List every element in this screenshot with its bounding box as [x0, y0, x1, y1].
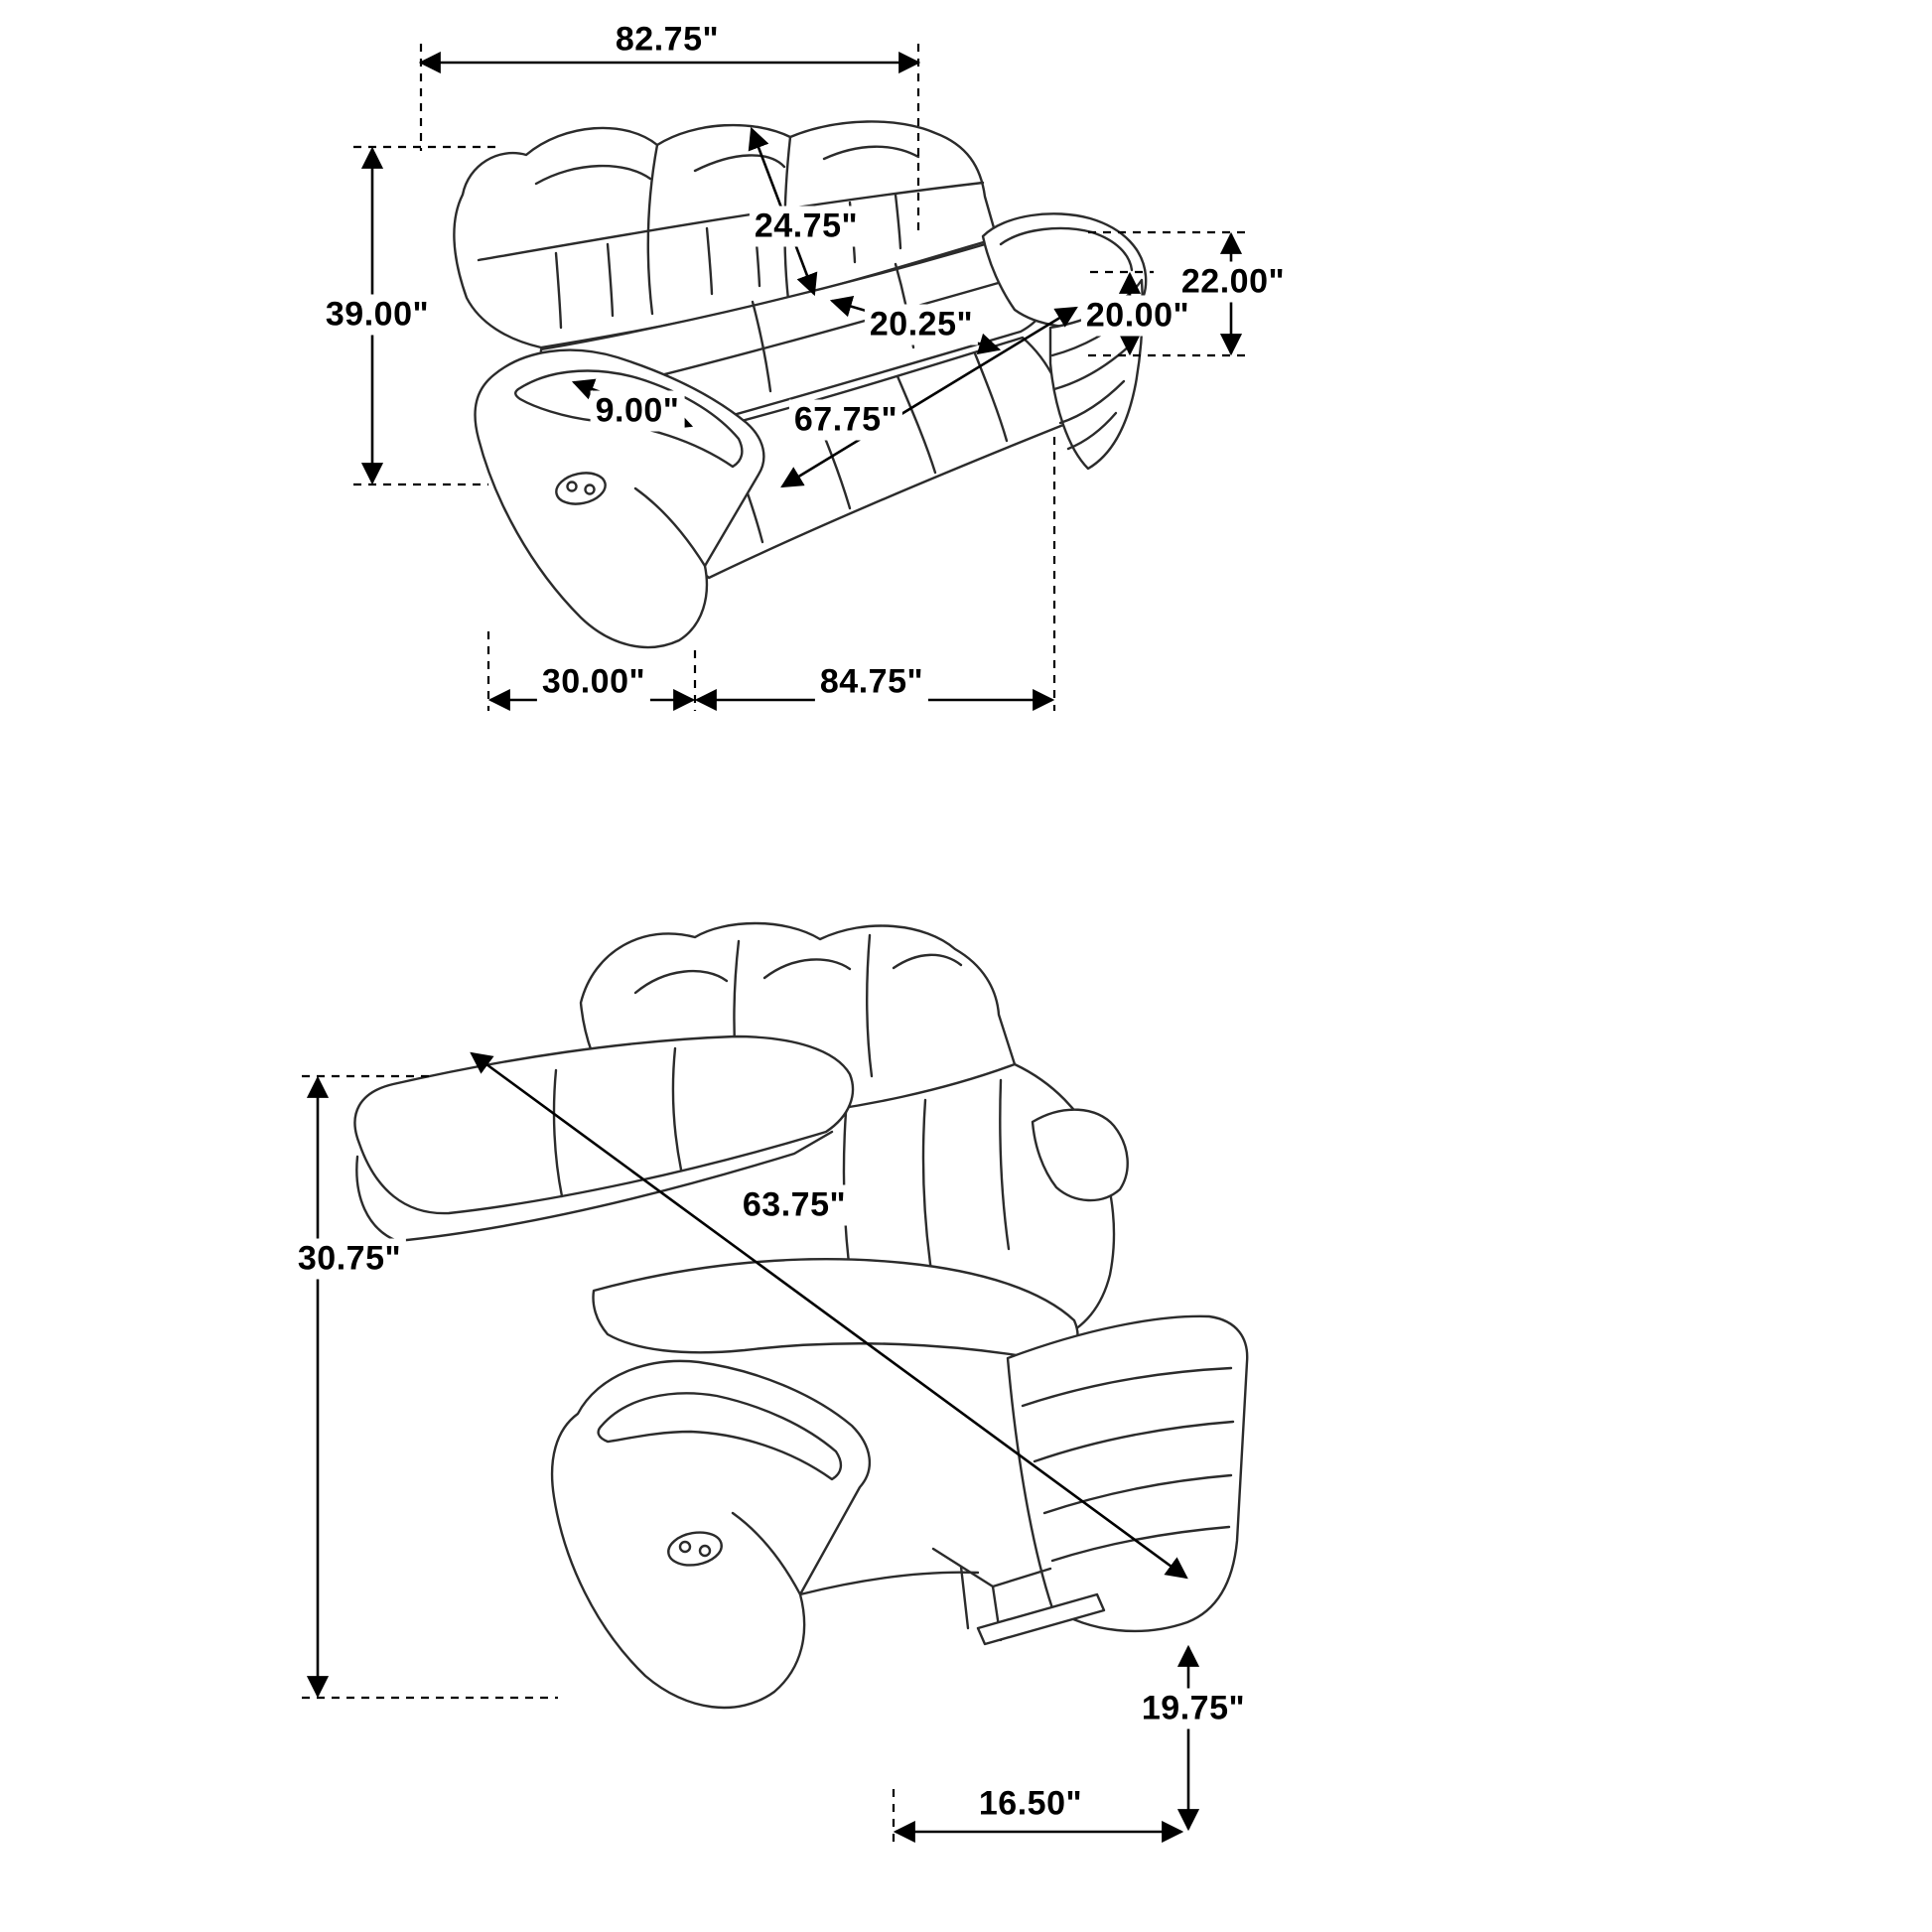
headrest-stitch — [534, 164, 652, 186]
dim-line-reclined-depth — [470, 1051, 1188, 1580]
seat-front-edge — [798, 1571, 980, 1596]
mechanism-bar — [976, 1592, 1106, 1646]
headrest-stitch — [892, 953, 963, 970]
mechanism-link — [959, 1565, 970, 1630]
dim-label-reclined-depth: 63.75" — [737, 1184, 852, 1226]
dim-label-footrest-extension: 16.50" — [973, 1783, 1088, 1825]
power-button-icon[interactable] — [584, 483, 596, 495]
dim-label-overall-width: 82.75" — [610, 19, 725, 61]
left-arm-pad — [514, 369, 744, 469]
backrest-tuft — [554, 251, 563, 330]
right-arm-pad — [1031, 1108, 1129, 1202]
mid-cushion-seam — [921, 1098, 933, 1273]
sofa-upright-drawing — [453, 120, 1148, 649]
dim-label-seat-width: 67.75" — [788, 399, 903, 441]
seat-seam — [751, 300, 772, 393]
backrest-seam — [646, 143, 659, 316]
dim-label-seat-depth: 20.25" — [864, 304, 979, 345]
dim-label-overall-height: 39.00" — [320, 294, 435, 336]
dim-line-seat-width — [780, 306, 1078, 488]
mechanism-link — [931, 1547, 1052, 1588]
backrest-tuft — [894, 193, 902, 250]
reclined-seat-band — [592, 1258, 1079, 1364]
left-arm-seam — [633, 486, 707, 568]
dimension-lines-reclined — [302, 1051, 1200, 1844]
dim-label-arm-height: 22.00" — [1175, 261, 1291, 303]
headrest-stitch — [762, 958, 852, 980]
headrest-stitch — [633, 970, 729, 995]
backrest-tuft — [705, 226, 714, 296]
power-button-icon[interactable] — [553, 469, 608, 508]
dim-label-back-cushion: 24.75" — [749, 206, 864, 247]
dim-label-diagonal-width: 84.75" — [814, 661, 929, 703]
dim-label-base-depth: 30.00" — [536, 661, 651, 703]
dim-label-reclined-height: 30.75" — [292, 1238, 407, 1280]
headrest-stitch — [822, 145, 920, 161]
dim-label-seat-height: 20.00" — [1080, 295, 1195, 337]
dim-label-footrest-height: 19.75" — [1136, 1688, 1251, 1729]
sofa-reclined-drawing — [353, 921, 1249, 1710]
power-button-icon[interactable] — [566, 481, 578, 492]
backrest-tuft — [606, 242, 615, 318]
backrest-lumbar-seam — [477, 181, 985, 262]
dim-label-arm-width: 9.00" — [590, 390, 685, 432]
mid-cushion-seam — [999, 1078, 1011, 1251]
